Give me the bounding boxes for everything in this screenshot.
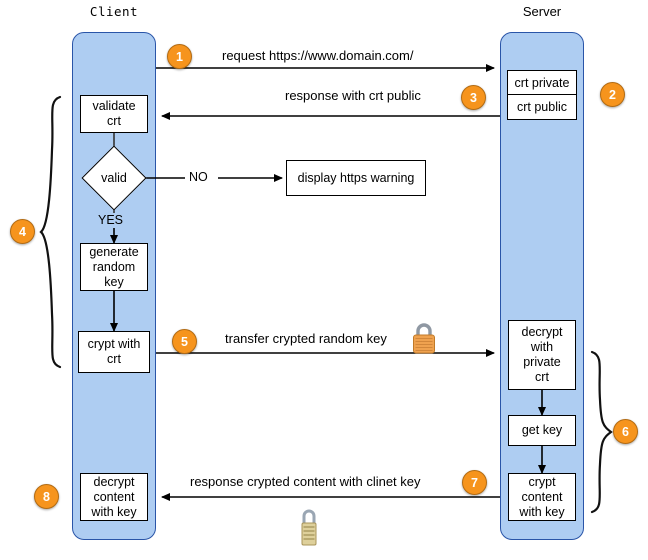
process-get-key-label: get key bbox=[521, 423, 563, 437]
step-badge-1[interactable]: 1 bbox=[167, 44, 192, 69]
step-badge-5[interactable]: 5 bbox=[172, 329, 197, 354]
keystore-certificates: crt private crt public bbox=[507, 70, 577, 120]
padlock-icon-response bbox=[296, 504, 322, 548]
branch-label-yes: YES bbox=[98, 213, 124, 227]
actor-label-client: Client bbox=[89, 4, 139, 19]
padlock-icon-transfer bbox=[409, 320, 439, 356]
brace-client-steps bbox=[39, 95, 62, 369]
node-display-https-warning: display https warning bbox=[286, 160, 426, 196]
message-label-transfer-key: transfer crypted random key bbox=[225, 331, 387, 346]
message-label-request: request https://www.domain.com/ bbox=[222, 48, 414, 63]
decision-valid: valid bbox=[81, 145, 147, 211]
step-badge-4[interactable]: 4 bbox=[10, 219, 35, 244]
branch-label-no: NO bbox=[189, 170, 208, 184]
step-badge-8[interactable]: 8 bbox=[34, 484, 59, 509]
step-badge-7[interactable]: 7 bbox=[462, 470, 487, 495]
brace-server-steps bbox=[590, 350, 613, 514]
keystore-crt-public-label: crt public bbox=[516, 100, 568, 114]
keystore-crt-private-label: crt private bbox=[514, 75, 570, 90]
step-badge-6[interactable]: 6 bbox=[613, 419, 638, 444]
message-label-response-crt-public: response with crt public bbox=[285, 88, 421, 103]
keystore-row-crt-private: crt private bbox=[508, 71, 576, 95]
step-badge-2[interactable]: 2 bbox=[600, 82, 625, 107]
decision-valid-label: valid bbox=[101, 171, 127, 185]
message-label-response-content: response crypted content with clinet key bbox=[190, 474, 421, 489]
node-display-https-warning-label: display https warning bbox=[297, 170, 415, 185]
actor-label-server: Server bbox=[522, 4, 562, 19]
step-badge-3[interactable]: 3 bbox=[461, 85, 486, 110]
keystore-row-crt-public: crt public bbox=[508, 95, 576, 119]
process-get-key: get key bbox=[508, 415, 576, 446]
